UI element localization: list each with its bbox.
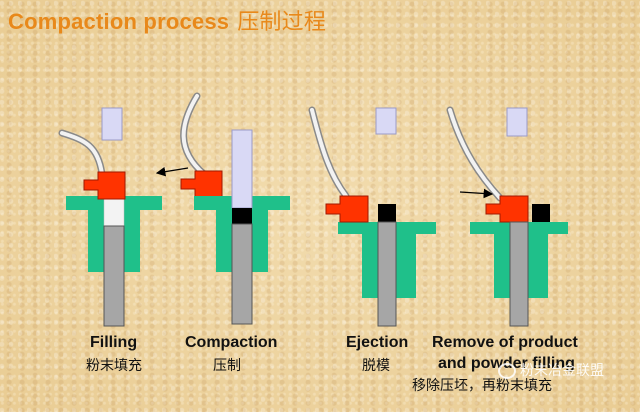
- slide-title: Compaction process 压制过程: [8, 4, 326, 36]
- watermark: 粉末冶金联盟: [498, 360, 604, 380]
- upper-punch: [375, 107, 397, 135]
- compact: [378, 204, 396, 222]
- upper-punch: [506, 107, 528, 137]
- stage-ejection: [308, 106, 436, 327]
- feed-shoe: [180, 170, 223, 199]
- direction-arrow: [459, 188, 494, 199]
- feed-shoe: [485, 195, 529, 223]
- upper-punch: [231, 129, 253, 209]
- watermark-text: 粉末冶金联盟: [520, 362, 604, 378]
- slide-title-cn: 压制过程: [237, 9, 327, 34]
- compact: [232, 208, 252, 224]
- slide-title-en: Compaction process: [8, 9, 230, 34]
- stage-label-filling: Filling: [90, 334, 138, 351]
- stage-label-ejection-cn: 脱模: [362, 357, 390, 373]
- lower-punch: [377, 221, 397, 327]
- wechat-icon: [498, 363, 516, 380]
- feed-hose: [446, 106, 504, 202]
- feed-shoe: [325, 195, 369, 223]
- stage-filling: [58, 107, 189, 327]
- direction-arrow: [155, 166, 189, 177]
- stage-label-compaction: Compaction: [185, 334, 278, 351]
- lower-punch: [509, 221, 529, 327]
- lower-punch: [103, 225, 125, 327]
- lower-punch: [231, 223, 253, 325]
- feed-shoe: [83, 171, 126, 200]
- powder-fill: [103, 195, 125, 227]
- upper-punch: [101, 107, 123, 141]
- stage-compaction: [180, 92, 290, 325]
- stage-label-ejection: Ejection: [346, 334, 409, 351]
- stage-label-remove-cn: 移除压坯，再粉末填充: [412, 377, 552, 393]
- stage-label-remove-line1: Remove of product: [432, 334, 578, 351]
- stage-label-filling-cn: 粉末填充: [86, 357, 142, 373]
- stage-remove-refill: [446, 106, 568, 327]
- stage-label-compaction-cn: 压制: [213, 357, 241, 373]
- compact: [532, 204, 550, 222]
